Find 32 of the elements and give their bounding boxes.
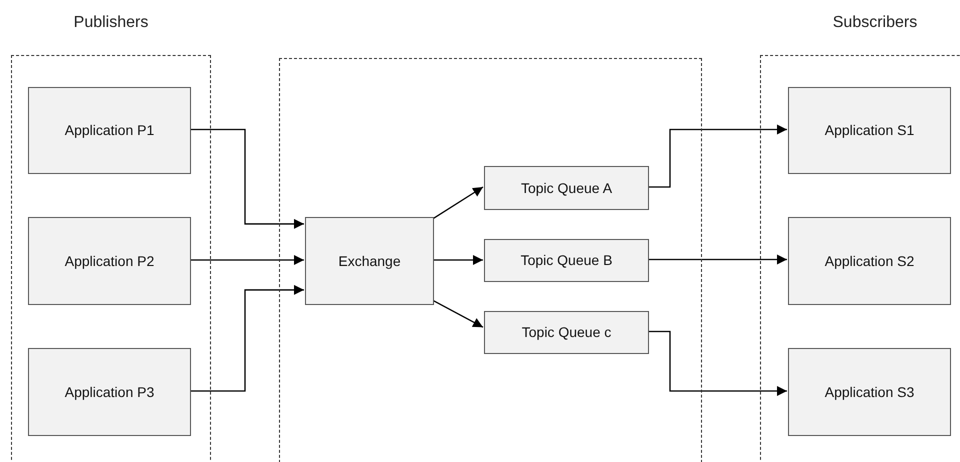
process-box xyxy=(788,217,951,305)
arrow xyxy=(432,186,484,220)
arrow xyxy=(648,124,787,188)
box-label: Topic Queue c xyxy=(522,323,612,342)
process-box xyxy=(28,87,191,174)
arrow xyxy=(190,284,304,392)
group-heading: Publishers xyxy=(72,13,150,33)
queue-box xyxy=(484,311,649,354)
arrow xyxy=(648,330,787,396)
box-label: Topic Queue A xyxy=(520,178,612,198)
arrow xyxy=(648,254,787,264)
queue-box xyxy=(484,239,649,282)
box-label: Application S3 xyxy=(824,382,914,402)
queue-box xyxy=(484,166,649,210)
arrow xyxy=(433,255,483,265)
box-label: Application P2 xyxy=(64,252,154,271)
process-box xyxy=(788,87,951,174)
box-label: Topic Queue B xyxy=(520,251,612,270)
box-label: Application P3 xyxy=(64,382,154,402)
arrow xyxy=(190,128,304,229)
process-box xyxy=(28,348,191,436)
box-label: Application S1 xyxy=(824,121,914,140)
arrow xyxy=(190,255,304,265)
arrow xyxy=(432,300,484,328)
process-box xyxy=(788,348,951,436)
group-heading: Subscribers xyxy=(832,13,918,33)
process-box xyxy=(305,217,434,305)
box-label: Application S2 xyxy=(824,252,914,271)
box-label: Application P1 xyxy=(64,121,154,140)
dashed-group-frame xyxy=(279,58,702,462)
process-box xyxy=(28,217,191,305)
box-label: Exchange xyxy=(338,252,401,271)
